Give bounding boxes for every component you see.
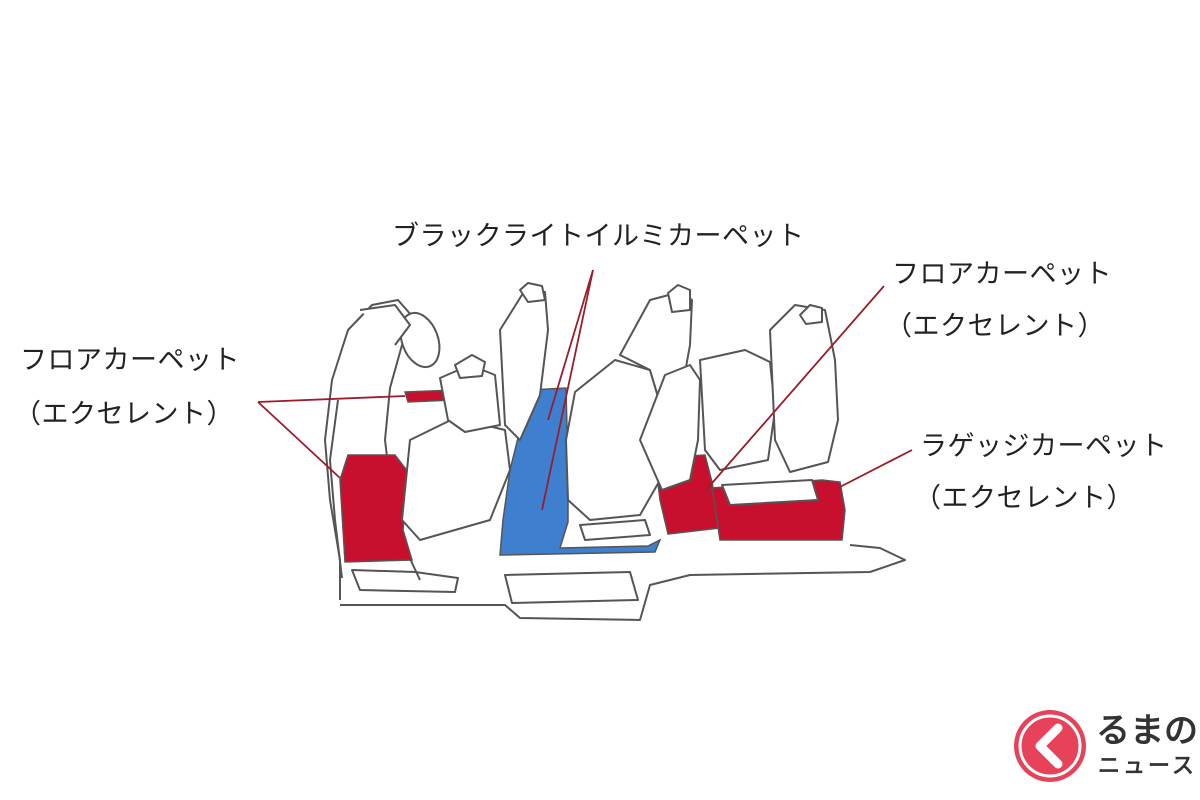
label-luggage-carpet: ラゲッジカーペット <box>920 431 1168 462</box>
seats <box>359 282 839 541</box>
logo-mark-icon <box>1014 710 1086 782</box>
leader-line-center-1 <box>547 269 594 421</box>
leader-line-right-bottom <box>837 449 913 489</box>
kurumanonews-logo: るまの ニュース <box>1012 708 1198 792</box>
leader-line-right-top <box>705 285 885 491</box>
label-luggage-carpet-sub: （エクセレント） <box>914 483 1134 514</box>
leader-line-center-2 <box>541 269 594 511</box>
label-floor-carpet-right: フロアカーペット <box>892 259 1112 290</box>
leader-line-left-1 <box>257 401 341 479</box>
label-illumination-carpet: ブラックライトイルミカーペット <box>392 221 805 252</box>
logo-text-line1: るまの <box>1096 711 1198 751</box>
label-floor-carpet-left: フロアカーペット <box>20 345 240 376</box>
label-floor-carpet-right-sub: （エクセレント） <box>885 311 1105 342</box>
leader-line-left-2 <box>257 395 406 403</box>
logo-text-line2: ニュース <box>1098 754 1197 779</box>
leader-lines <box>257 269 913 511</box>
label-floor-carpet-left-sub: （エクセレント） <box>14 399 234 430</box>
